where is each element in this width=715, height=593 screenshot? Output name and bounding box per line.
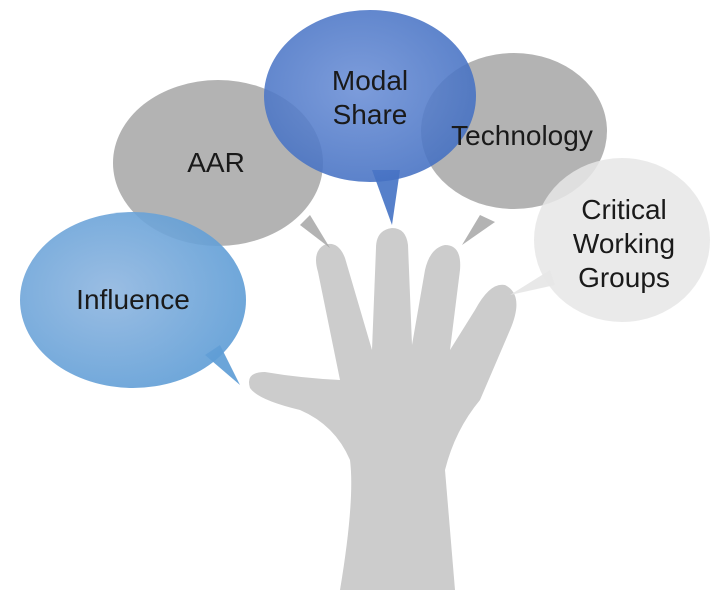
influence-label: Influence xyxy=(76,284,190,315)
modal-share-bubble xyxy=(264,10,476,225)
technology-label: Technology xyxy=(451,120,593,151)
critical-bubble xyxy=(510,158,710,322)
modal-share-label: Modal Share xyxy=(331,65,409,130)
influence-bubble xyxy=(20,212,246,388)
aar-label: AAR xyxy=(187,147,245,178)
hand-icon xyxy=(249,228,517,590)
critical-label: Critical Working Groups xyxy=(572,194,676,293)
